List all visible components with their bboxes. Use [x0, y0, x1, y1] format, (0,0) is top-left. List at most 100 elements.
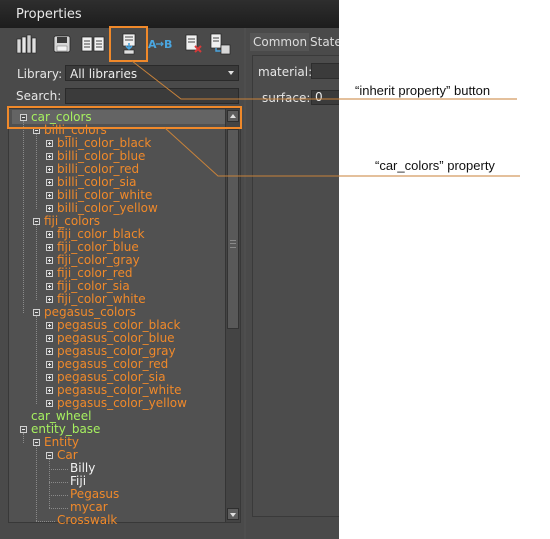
tree-node-label: pegasus_colors	[44, 305, 136, 319]
library-books-icon	[15, 33, 39, 55]
tree-node-label: billi_color_yellow	[57, 201, 158, 215]
expand-icon[interactable]	[46, 166, 53, 173]
chevron-down-icon	[228, 71, 234, 75]
tree-guide-line	[36, 316, 37, 404]
expand-icon[interactable]	[46, 257, 53, 264]
tree-node-label: pegasus_color_yellow	[57, 396, 187, 410]
expand-icon[interactable]	[46, 205, 53, 212]
library-label: Library:	[17, 67, 63, 81]
tree-node-label: Fiji	[70, 474, 87, 488]
rename-button[interactable]: A B	[148, 32, 174, 56]
window-titlebar[interactable]: Properties	[0, 0, 339, 28]
expand-icon[interactable]	[46, 322, 53, 329]
expand-icon[interactable]	[46, 244, 53, 251]
tab-common[interactable]: Common	[250, 33, 309, 51]
surface-field[interactable]: 0	[311, 90, 339, 105]
tree-node-label: fiji_color_sia	[57, 279, 130, 293]
expand-icon[interactable]	[46, 296, 53, 303]
tree-node-label: fiji_color_red	[57, 266, 133, 280]
tree-node-label: Car	[57, 448, 78, 462]
surface-label: surface:	[262, 91, 311, 105]
expand-icon[interactable]	[46, 387, 53, 394]
tree-node-label: fiji_colors	[44, 214, 101, 228]
expand-icon[interactable]	[46, 283, 53, 290]
expand-icon[interactable]	[46, 140, 53, 147]
search-label: Search:	[16, 89, 62, 103]
tree-node-label: pegasus_color_gray	[57, 344, 176, 358]
tree-node-label: fiji_color_black	[57, 227, 145, 241]
library-select[interactable]: All libraries	[65, 65, 239, 81]
delete-property-button[interactable]	[183, 32, 205, 56]
collapse-icon[interactable]	[20, 426, 27, 433]
inherit-callout-text: “inherit property” button	[355, 83, 491, 98]
tree-node-label: pegasus_color_sia	[57, 370, 166, 384]
library-books-button[interactable]	[16, 32, 38, 56]
expand-icon[interactable]	[46, 335, 53, 342]
tree-node-label: billi_color_black	[57, 136, 152, 150]
library-select-value: All libraries	[70, 67, 138, 81]
tree-node-label: entity_base	[31, 422, 101, 436]
tree-guide-line	[49, 459, 50, 508]
save-disk-icon	[53, 35, 71, 53]
tree-guide-line	[23, 433, 24, 443]
clone-property-button[interactable]	[210, 32, 232, 56]
tree-node-label: pegasus_color_blue	[57, 331, 175, 345]
search-input[interactable]	[65, 88, 239, 104]
property-editor-pane	[252, 55, 339, 517]
document-pair-button[interactable]	[81, 32, 105, 56]
tree-connector	[49, 469, 68, 470]
tree-node-label: pegasus_color_white	[57, 383, 182, 397]
properties-window: Properties	[0, 0, 339, 539]
tree-scrollbar[interactable]	[225, 109, 240, 522]
collapse-icon[interactable]	[33, 439, 40, 446]
collapse-icon[interactable]	[46, 452, 53, 459]
expand-icon[interactable]	[46, 400, 53, 407]
tree-guide-line	[36, 446, 37, 521]
tree-guide-line	[36, 134, 37, 209]
tree-connector	[36, 521, 55, 522]
expand-icon[interactable]	[46, 192, 53, 199]
clone-property-icon	[210, 33, 232, 55]
collapse-icon[interactable]	[33, 127, 40, 134]
tree-node-label: billi_color_red	[57, 162, 140, 176]
tree-node-label: fiji_color_gray	[57, 253, 140, 267]
document-pair-icon	[81, 35, 105, 53]
inherit-property-button[interactable]	[118, 32, 140, 56]
expand-icon[interactable]	[46, 153, 53, 160]
collapse-icon[interactable]	[33, 309, 40, 316]
expand-icon[interactable]	[46, 348, 53, 355]
window-title: Properties	[16, 7, 82, 22]
tree-node-label: pegasus_color_red	[57, 357, 169, 371]
tree-connector	[49, 482, 68, 483]
car-colors-callout-text: “car_colors” property	[375, 158, 495, 173]
tree-node-label: mycar	[70, 500, 108, 514]
material-field[interactable]	[311, 63, 339, 79]
tree-connector	[49, 508, 68, 509]
material-label: material:	[258, 65, 313, 79]
expand-icon[interactable]	[46, 374, 53, 381]
tree-node-label: pegasus_color_black	[57, 318, 181, 332]
expand-icon[interactable]	[46, 179, 53, 186]
expand-icon[interactable]	[46, 270, 53, 277]
grip-icon	[230, 240, 236, 248]
tree-node-label: billi_color_sia	[57, 175, 137, 189]
tree-node-label: billi_color_blue	[57, 149, 146, 163]
scroll-up-button[interactable]	[227, 110, 239, 122]
scrollbar-thumb[interactable]	[227, 129, 239, 329]
tree-node-label: fiji_color_blue	[57, 240, 139, 254]
arrow-down-icon	[230, 513, 236, 517]
save-button[interactable]	[51, 32, 73, 56]
tree-node-label: Entity	[44, 435, 80, 449]
collapse-icon[interactable]	[33, 218, 40, 225]
delete-property-icon	[184, 34, 204, 54]
tree-guide-line	[36, 225, 37, 300]
tree-node-label: car_wheel	[31, 409, 92, 423]
expand-icon[interactable]	[46, 361, 53, 368]
tree-node-label: billi_color_white	[57, 188, 153, 202]
tab-states[interactable]: States	[310, 35, 339, 49]
tree-node-label: Crosswalk	[57, 513, 118, 527]
inherit-property-icon	[121, 33, 137, 55]
scroll-down-button[interactable]	[227, 508, 239, 520]
expand-icon[interactable]	[46, 231, 53, 238]
collapse-icon[interactable]	[20, 114, 27, 121]
